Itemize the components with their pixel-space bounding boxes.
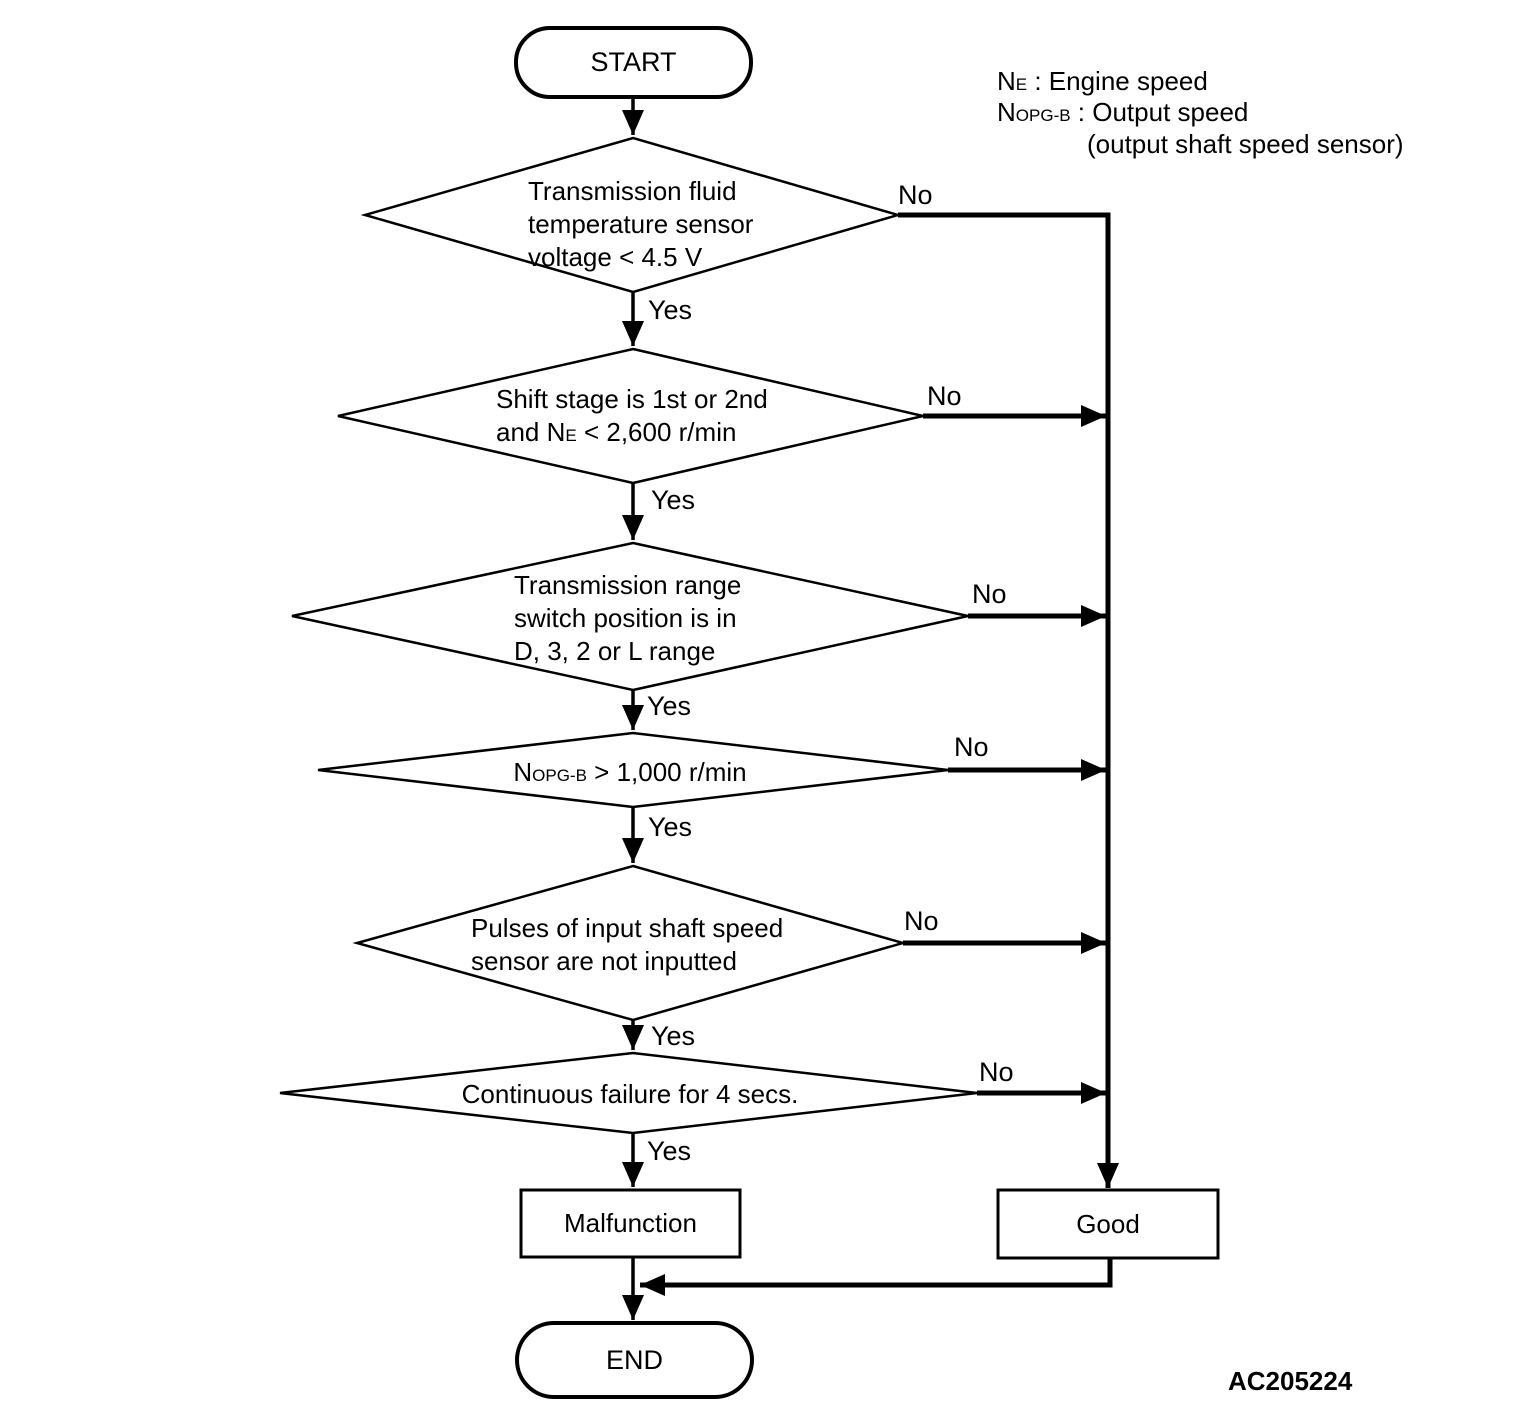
output-speed-pre: N: [513, 757, 533, 787]
decision-range-switch-shape: [291, 541, 969, 692]
decision-continuous-failure-text: Continuous failure for 4 secs.: [461, 1079, 799, 1109]
decision-shift-stage-text: Shift stage is 1st or 2nd and NE < 2,600…: [496, 383, 768, 452]
decision-range-switch-line2: switch position is in: [514, 603, 737, 633]
decision-range-switch-line3: D, 3, 2 or L range: [514, 636, 716, 666]
decision-pulses-shape: [352, 864, 908, 1022]
engine-speed-subscript: E: [565, 426, 577, 445]
legend-line2-pre: N: [997, 97, 1016, 127]
start-terminator-shape: [514, 26, 753, 99]
decision-output-speed-text: NOPG-B > 1,000 r/min: [513, 756, 746, 792]
output-speed-post: > 1,000 r/min: [586, 757, 747, 787]
legend-line2-subscript: OPG-B: [1015, 106, 1071, 125]
yes-label-1: Yes: [648, 295, 693, 325]
legend-line2-post: : Output speed: [1070, 97, 1249, 127]
end-label: END: [605, 1344, 663, 1375]
decision-fluid-temp-shape: [360, 136, 903, 294]
legend-line1-subscript: E: [1015, 75, 1028, 94]
yes-label-3: Yes: [647, 691, 692, 721]
no-label-5: No: [904, 906, 939, 936]
no-label-4: No: [954, 732, 989, 762]
legend-engine-speed: NE : Engine speed: [997, 66, 1208, 100]
decision-output-speed-shape: [317, 731, 949, 809]
decision-shift-stage-line1: Shift stage is 1st or 2nd: [496, 384, 768, 414]
decision-range-switch-text: Transmission range switch position is in…: [514, 569, 741, 668]
shift-stage-post: < 2,600 r/min: [576, 417, 737, 447]
decision-pulses-text: Pulses of input shaft speed sensor are n…: [471, 912, 783, 978]
start-label: START: [590, 47, 677, 77]
figure-code: AC205224: [1228, 1366, 1353, 1396]
yes-label-4: Yes: [648, 812, 693, 842]
malfunction-box-shape: [519, 1188, 742, 1259]
decision-pulses-line1: Pulses of input shaft speed: [471, 913, 784, 943]
decision-shift-stage-shape: [337, 347, 924, 485]
yes-label-5: Yes: [651, 1021, 696, 1051]
decision-fluid-temp-line2: temperature sensor: [528, 209, 754, 239]
no-label-1: No: [898, 180, 933, 210]
no-branch-d1-trunk: [898, 212, 1119, 1188]
no-label-3: No: [972, 579, 1007, 609]
legend-line1-pre: N: [997, 66, 1016, 96]
good-box-shape: [996, 1188, 1220, 1260]
legend-line1-post: : Engine speed: [1027, 66, 1208, 96]
malfunction-box-label: Malfunction: [564, 1208, 697, 1238]
output-speed-subscript: OPG-B: [532, 766, 587, 785]
end-terminator-shape: [515, 1321, 754, 1399]
good-return-line: [640, 1258, 1113, 1296]
no-label-6: No: [979, 1057, 1014, 1087]
decision-fluid-temp-line1: Transmission fluid: [528, 176, 737, 206]
decision-shift-stage-line2: and NE < 2,600 r/min: [496, 416, 768, 452]
decision-range-switch-line1: Transmission range: [514, 570, 742, 600]
decision-fluid-temp-line3: voltage < 4.5 V: [528, 242, 703, 272]
legend-output-sensor-note: (output shaft speed sensor): [1087, 129, 1404, 159]
decision-fluid-temp-text: Transmission fluid temperature sensor vo…: [528, 175, 753, 274]
yes-label-6: Yes: [647, 1136, 692, 1166]
decision-pulses-line2: sensor are not inputted: [471, 946, 737, 976]
good-box-label: Good: [1076, 1208, 1140, 1239]
no-label-2: No: [927, 381, 962, 411]
decision-continuous-failure-shape: [279, 1051, 978, 1135]
shift-stage-pre: and N: [496, 417, 566, 447]
yes-label-2: Yes: [651, 485, 696, 515]
legend-output-speed: NOPG-B : Output speed: [997, 97, 1248, 131]
